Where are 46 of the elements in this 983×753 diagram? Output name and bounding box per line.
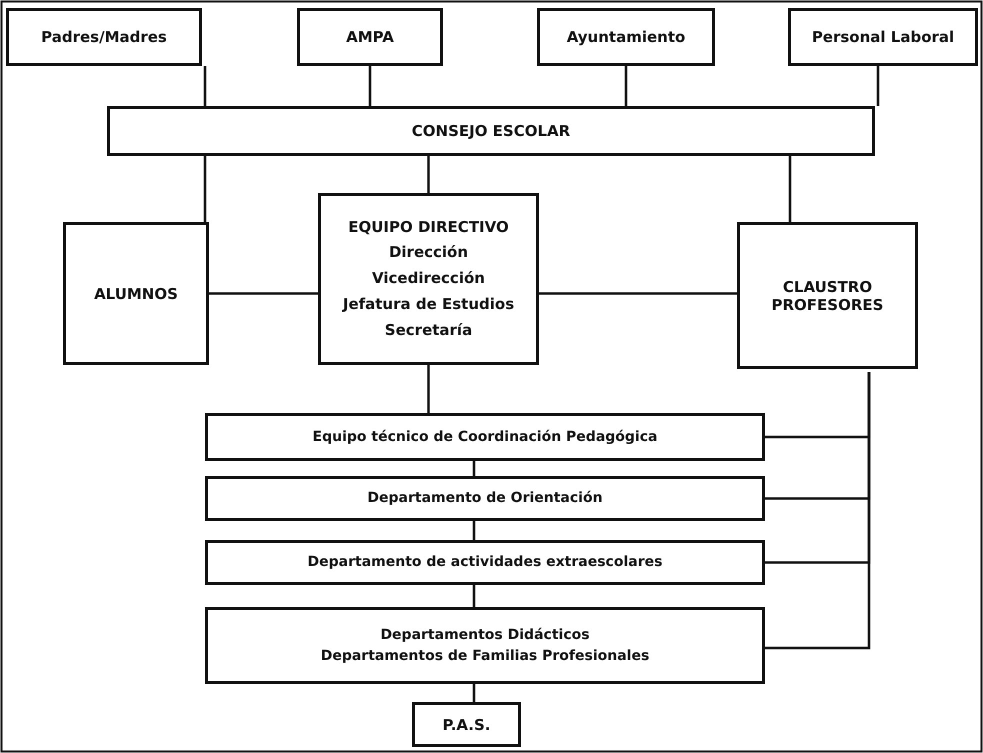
connector-line [624, 66, 628, 106]
box-label: CONSEJO ESCOLAR [412, 121, 570, 142]
connector-line [204, 156, 206, 222]
role-label: Dirección [388, 242, 468, 264]
role-label: Secretaría [384, 320, 472, 341]
org-box [412, 702, 521, 747]
org-box [205, 540, 765, 585]
box-heading: EQUIPO DIRECTIVO [348, 216, 509, 238]
org-box [107, 106, 875, 156]
org-box [788, 8, 978, 66]
org-box [205, 476, 765, 521]
box-label: CLAUSTRO PROFESORES [770, 276, 884, 316]
connector-line [788, 156, 792, 222]
box-heading: Departamentos Didácticos [380, 626, 590, 645]
box-label: Equipo técnico de Coordinación Pedagógica [312, 428, 658, 447]
box-label: Personal Laboral [812, 27, 954, 48]
connector-line [427, 365, 430, 413]
connector-line [209, 292, 318, 295]
connector-line [427, 156, 430, 193]
org-box [6, 8, 202, 66]
role-label: Jefatura de Estudios [342, 294, 514, 315]
box-label: AMPA [346, 27, 394, 48]
org-box [205, 607, 765, 684]
connector-line [472, 585, 476, 607]
box-label: P.A.S. [442, 714, 491, 736]
role-label: Vicedirección [372, 268, 485, 290]
connector-line [765, 372, 870, 650]
org-box [205, 413, 765, 461]
connector-line [539, 292, 737, 295]
connector-line [204, 66, 206, 106]
box-label: ALUMNOS [94, 284, 178, 304]
box-label: Padres/Madres [41, 27, 167, 48]
org-box [318, 193, 539, 365]
box-label: Departamento de actividades extraescolares [308, 553, 662, 572]
box-label: Ayuntamiento [566, 27, 686, 48]
org-box [537, 8, 715, 66]
connector-line [368, 66, 372, 106]
connector-line [876, 66, 880, 106]
org-box [297, 8, 443, 66]
box-heading: Departamentos de Familias Profesionales [320, 646, 650, 666]
box-label: Departamento de Orientación [367, 489, 603, 508]
connector-line [472, 521, 476, 540]
org-box [63, 222, 209, 365]
connector-line [472, 684, 476, 702]
connector-line [472, 461, 476, 476]
org-box [737, 222, 918, 369]
